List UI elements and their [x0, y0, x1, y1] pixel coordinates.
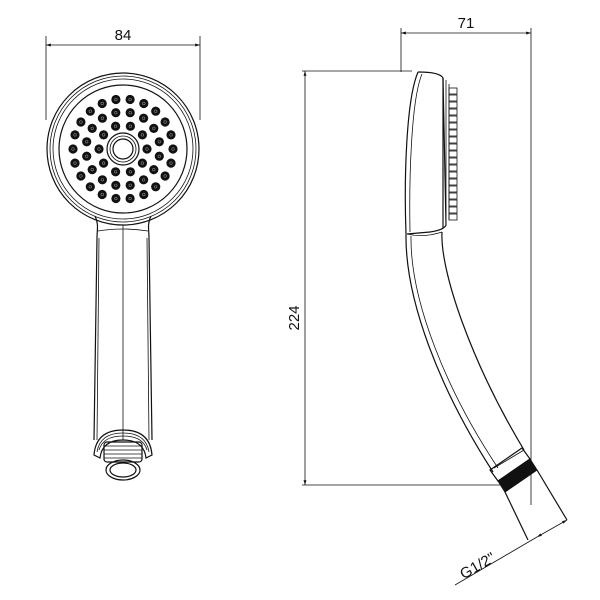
side-head: [404, 71, 458, 235]
side-view: 71 224: [286, 15, 568, 586]
thread-label: G1/2": [457, 549, 498, 583]
nozzle-array: [68, 94, 178, 204]
depth-label: 71: [458, 15, 475, 32]
height-label: 224: [286, 305, 303, 330]
front-handle: [93, 215, 153, 441]
front-view: 84: [45, 27, 201, 481]
width-dimension: 84: [45, 27, 201, 120]
spray-face: [46, 72, 200, 226]
height-dimension: 224: [286, 70, 505, 486]
front-connector: [93, 429, 153, 481]
side-handle: G1/2": [405, 231, 568, 586]
depth-dimension: 71: [400, 15, 532, 505]
side-nozzle-column: [448, 87, 458, 221]
width-label: 84: [115, 27, 132, 44]
